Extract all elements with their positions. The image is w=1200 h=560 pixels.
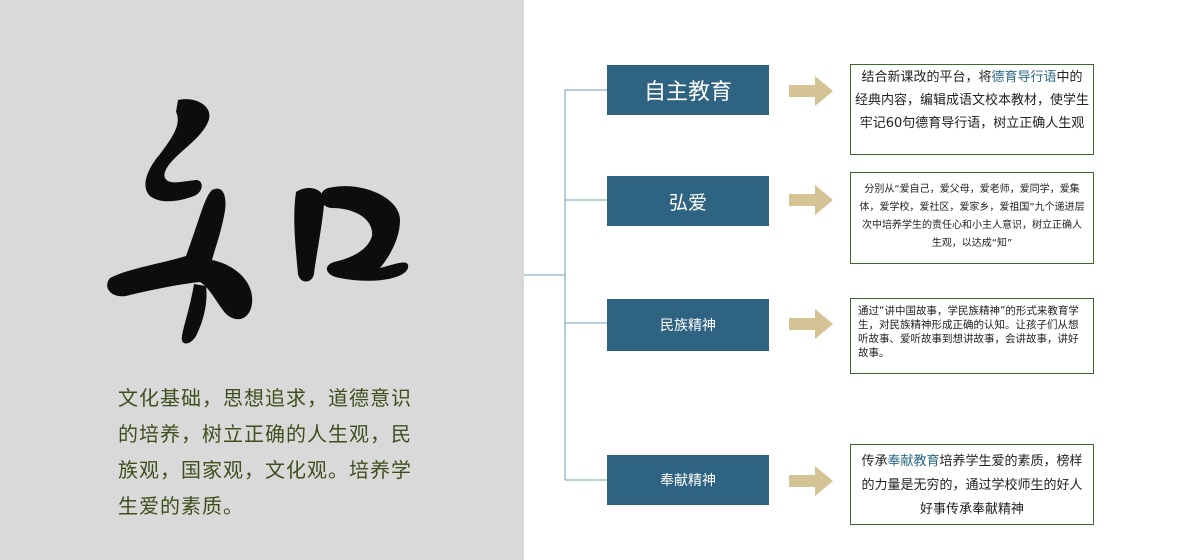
brush-stroke-5 [320,186,409,281]
node-label: 自主教育 [643,80,732,105]
desc-self-education: 结合新课改的平台，将德育导行语中的经典内容，编辑成语文校本教材，使学生牢记60句… [850,64,1094,155]
node-dedication-spirit: 奉献精神 [607,455,769,505]
arrow-right-icon [789,185,833,215]
left-panel: 文化基础，思想追求，道德意识的培养，树立正确的人生观，民族观，国家观，文化观。培… [0,0,524,560]
calligraphy-zhi [107,99,409,344]
node-label: 奉献精神 [660,473,716,489]
desc-national-spirit: 通过“讲中国故事，学民族精神”的形式来教育学生，对民族精神形成正确的认知。让孩子… [850,298,1094,374]
intro-text: 文化基础，思想追求，道德意识的培养，树立正确的人生观，民族观，国家观，文化观。培… [118,386,412,518]
desc-hong-ai: 分别从“爱自己，爱父母，爱老师，爱同学，爱集体，爱学校，爱社区，爱家乡，爱祖国”… [850,172,1094,264]
arrow-right-icon [789,76,833,106]
node-hong-ai: 弘爱 [607,176,769,226]
node-label: 民族精神 [660,318,716,334]
brush-stroke-2 [107,188,253,320]
node-national-spirit: 民族精神 [607,299,769,351]
arrow-right-icon [789,309,833,339]
desc-dedication-spirit: 传承奉献教育培养学生爱的素质，榜样的力量是无穷的，通过学校师生的好人好事传承奉献… [850,444,1094,525]
brush-stroke-4 [294,188,325,282]
node-label: 弘爱 [668,191,707,214]
arrow-right-icon [789,466,833,496]
brush-stroke-3 [181,284,207,344]
brush-stroke-1 [145,99,210,202]
node-self-education: 自主教育 [607,65,769,115]
